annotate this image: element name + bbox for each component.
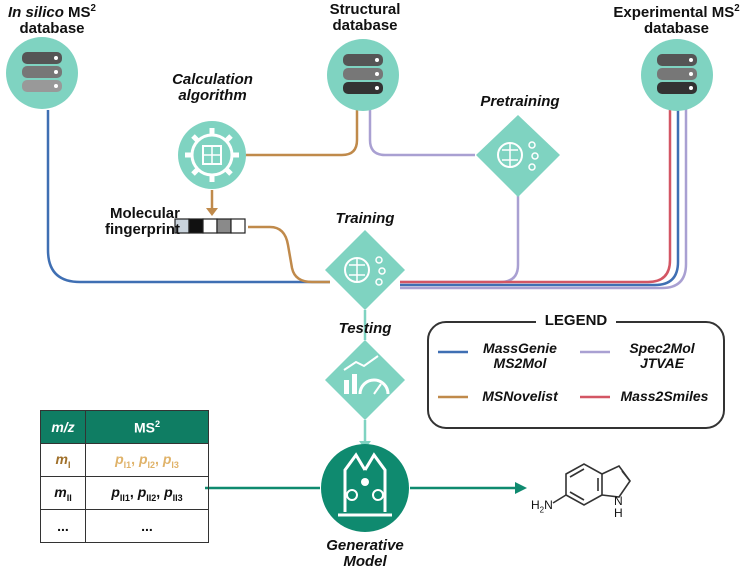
- fingerprint-line2: fingerprint: [105, 220, 180, 238]
- row1-p3sub: I3: [171, 459, 179, 470]
- generative-line1: Generative: [326, 537, 404, 554]
- red-connector: [400, 105, 672, 284]
- fingerprint-bar: [174, 218, 246, 234]
- row1-p3: p: [162, 450, 172, 467]
- structural-database-icon: [327, 39, 399, 111]
- generative-model-label: Generative Model: [305, 538, 425, 570]
- calc-line1: Calculation: [172, 71, 253, 88]
- experimental-db-label: Experimental MS2 database: [604, 3, 749, 37]
- training-brain-icon: [325, 230, 405, 310]
- testing-gauge-icon: [325, 340, 405, 420]
- pretraining-brain-icon: [476, 115, 560, 197]
- purple-connector-exp: [400, 105, 688, 290]
- legend-item-red: Mass2Smiles: [620, 388, 709, 404]
- row2-p1sub: II1: [119, 492, 130, 503]
- insilico-database-icon: [6, 37, 78, 109]
- table-row: mII pII1, pII2, pII3: [40, 476, 209, 510]
- structural-line2: database: [332, 16, 398, 34]
- header-ms-text: MS: [133, 419, 155, 436]
- row2-m: m: [54, 483, 67, 500]
- generative-line2: Model: [343, 552, 387, 570]
- purple-connector-pretraining: [400, 195, 520, 284]
- row2-p3sub: II3: [172, 492, 183, 503]
- legend-item-brown: MSNovelist: [482, 388, 558, 404]
- insilico-ms-text: MS: [63, 4, 91, 21]
- legend-title: LEGEND: [536, 313, 616, 329]
- amine-h: H: [531, 498, 540, 512]
- row1-peaks: pI1, pI2, pI3: [85, 443, 209, 477]
- row1-p1sub: I1: [123, 459, 132, 470]
- output-arrowhead: [515, 482, 527, 494]
- experimental-line1: Experimental MS: [613, 4, 735, 21]
- row1-msub: I: [67, 459, 71, 470]
- fingerprint-line1: Molecular: [109, 205, 180, 222]
- legend-purple-line1: Spec2Mol: [629, 340, 695, 356]
- training-label: Training: [335, 210, 395, 227]
- pretraining-label: Pretraining: [480, 93, 560, 110]
- calc-arrowhead: [206, 208, 218, 216]
- legend-purple-line2: JTVAE: [639, 354, 685, 371]
- legend-blue-line2: MS2Mol: [493, 354, 547, 371]
- structural-db-label: Structural database: [310, 2, 420, 34]
- legend-item-blue: MassGenie MS2Mol: [470, 341, 570, 370]
- row2-p2: p: [137, 483, 147, 500]
- row1-p2sub: I2: [147, 459, 156, 470]
- testing-label: Testing: [338, 320, 392, 337]
- insilico-db-label: In silico MS2 database: [2, 3, 102, 37]
- brown-connector-fingerprint: [248, 225, 330, 284]
- calc-line2: algorithm: [178, 86, 247, 104]
- amine-n: N: [544, 498, 553, 512]
- row1-p2: p: [138, 450, 148, 467]
- row2-p1: p: [111, 483, 120, 500]
- header-ms-sup: 2: [154, 418, 161, 429]
- generative-model-robot-icon: [321, 444, 409, 532]
- fingerprint-label: Molecular fingerprint: [70, 206, 180, 238]
- nh-h: H: [614, 506, 623, 520]
- table-row: ... ...: [40, 509, 209, 543]
- experimental-sup: 2: [734, 3, 740, 14]
- row1-mz: mI: [40, 443, 86, 477]
- ms2-table: m/z MS2 mI pI1, pI2, pI3 mII pII1, pII2,…: [40, 410, 209, 543]
- amine-sub: 2: [539, 505, 545, 515]
- row1-m: m: [55, 450, 68, 467]
- table-header-row: m/z MS2: [40, 410, 209, 444]
- experimental-database-icon: [641, 39, 713, 111]
- insilico-db-word: database: [19, 19, 85, 37]
- legend-blue-line1: MassGenie: [483, 340, 557, 356]
- experimental-line2: database: [643, 19, 710, 37]
- row3-peaks: ...: [85, 509, 209, 543]
- row2-msub: II: [66, 492, 72, 503]
- row3-mz: ...: [40, 509, 86, 543]
- row2-p3: p: [164, 483, 173, 500]
- row2-peaks: pII1, pII2, pII3: [85, 476, 209, 510]
- table-row: mI pI1, pI2, pI3: [40, 443, 209, 477]
- row2-mz: mII: [40, 476, 86, 510]
- header-mz: m/z: [40, 410, 86, 444]
- calculation-gear-icon: [178, 121, 246, 189]
- row1-p1: p: [115, 450, 124, 467]
- brown-connector-structural: [245, 108, 359, 157]
- row2-p2sub: II2: [146, 492, 157, 503]
- legend-box: [427, 321, 725, 429]
- blue-connector-exp: [400, 105, 680, 287]
- legend-item-purple: Spec2Mol JTVAE: [612, 341, 712, 370]
- calc-algorithm-label: Calculation algorithm: [150, 72, 275, 104]
- insilico-italic-text: In silico: [8, 4, 64, 21]
- indole-molecule-icon: [552, 463, 631, 506]
- amine-label: H2N: [531, 498, 553, 514]
- structural-line1: Structural: [329, 1, 401, 18]
- header-ms2: MS2: [85, 410, 209, 444]
- purple-connector-structural: [368, 108, 475, 157]
- nh-n: N: [614, 494, 623, 508]
- blue-connector: [46, 110, 330, 284]
- insilico-sup: 2: [90, 3, 96, 14]
